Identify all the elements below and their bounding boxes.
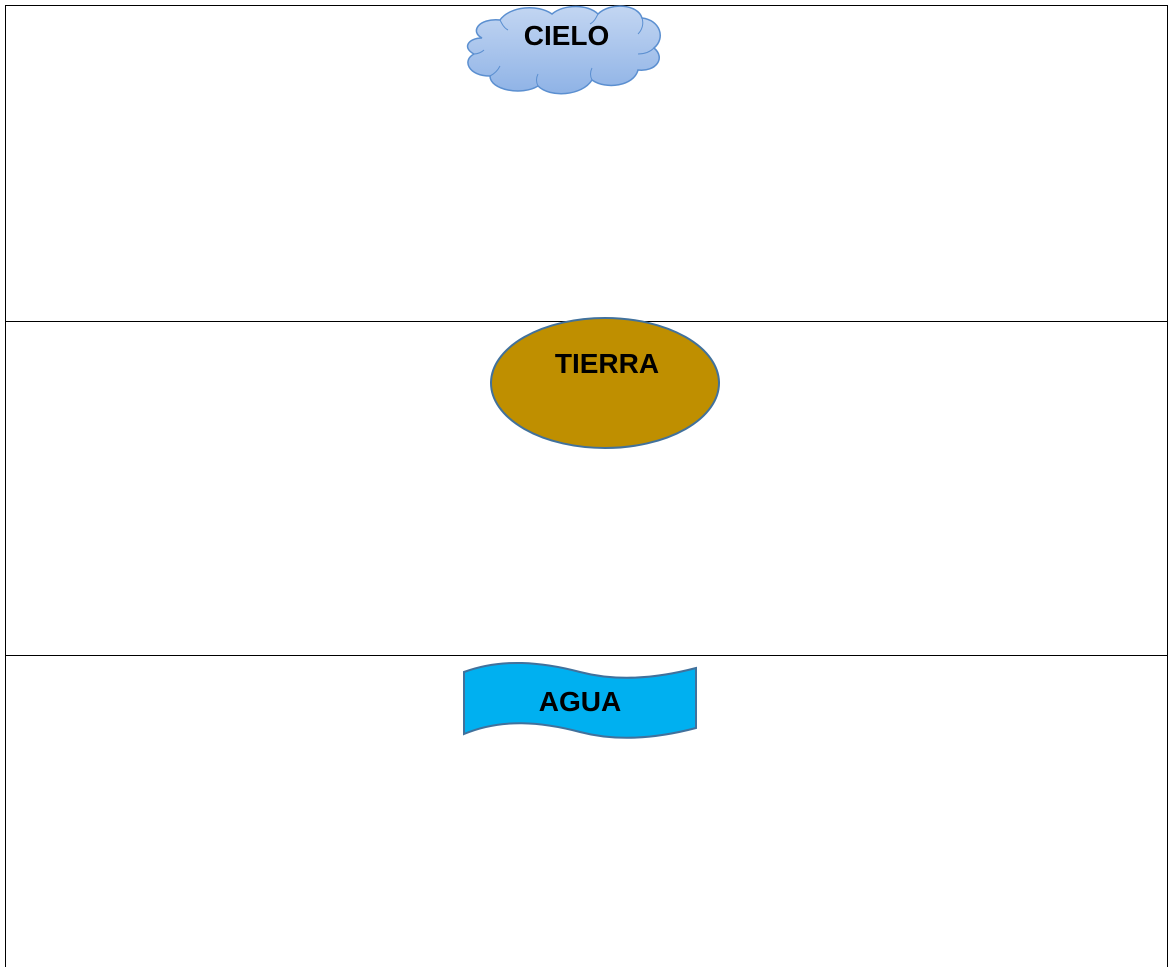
cloud-icon [466,5,661,95]
cielo-cloud-shape: CIELO [460,2,665,98]
ellipse-icon [490,317,720,449]
cloud-outline [466,5,661,95]
three-row-table [5,5,1168,967]
agua-label: AGUA [538,686,622,717]
ellipse-outline [490,317,720,449]
agua-wave-shape: AGUA [462,661,698,739]
tierra-label: TIERRA [554,348,660,379]
wave-outline [463,661,697,739]
tierra-ellipse-shape: TIERRA [489,316,721,450]
wave-icon [463,661,697,739]
table-row-tierra [6,322,1167,656]
cielo-label: CIELO [523,20,610,51]
